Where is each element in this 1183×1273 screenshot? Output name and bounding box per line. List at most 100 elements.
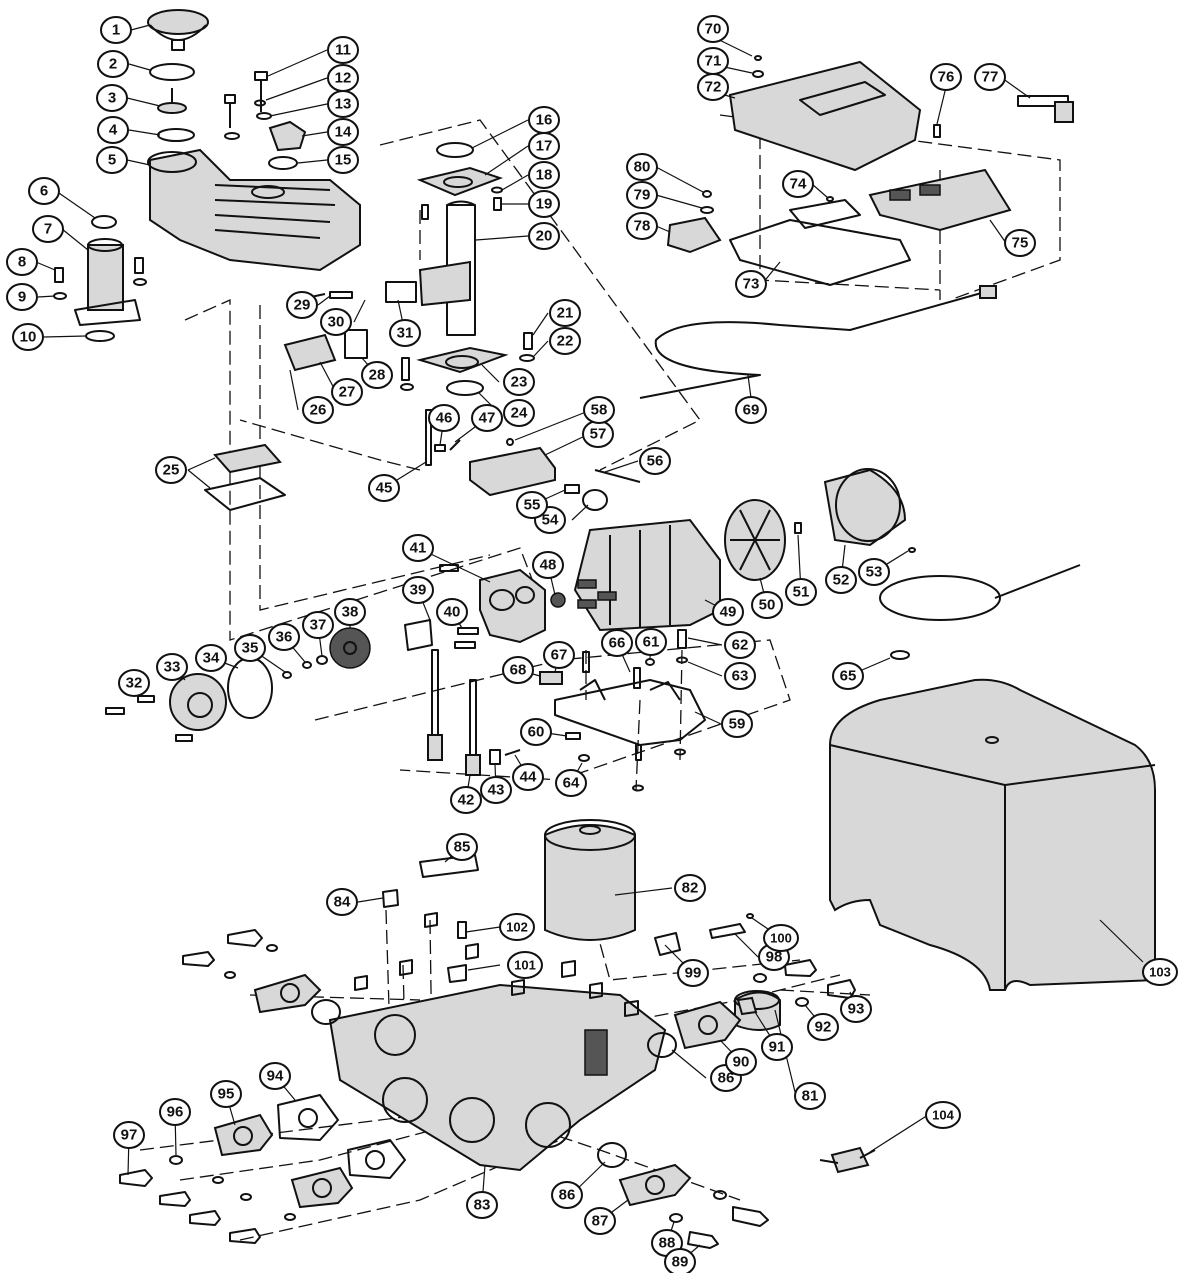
callout-number: 37: [310, 617, 327, 634]
callout-number: 97: [121, 1127, 138, 1144]
callout-number: 93: [848, 1001, 865, 1018]
callout-circle: [6, 248, 38, 276]
callout-number: 45: [376, 480, 393, 497]
callout-circle: [118, 669, 150, 697]
callout-number: 81: [802, 1088, 819, 1105]
callout-number: 48: [540, 557, 557, 574]
callout-64: 64: [555, 769, 587, 797]
callout-circle: [761, 1033, 793, 1061]
callout-circle: [794, 1082, 826, 1110]
callout-28: 28: [361, 361, 393, 389]
callout-number: 13: [335, 96, 352, 113]
callout-circle: [12, 323, 44, 351]
callout-71: 71: [697, 47, 729, 75]
callout-38: 38: [334, 598, 366, 626]
callout-circle: [516, 491, 548, 519]
callout-circle: [639, 447, 671, 475]
callout-circle: [725, 1048, 757, 1076]
callout-circle: [502, 656, 534, 684]
callout-10: 10: [12, 323, 44, 351]
callout-circle: [583, 396, 615, 424]
callout-number: 83: [474, 1197, 491, 1214]
callout-number: 69: [743, 402, 760, 419]
callout-circle: [327, 36, 359, 64]
callout-circle: [503, 368, 535, 396]
callout-labels: 1234567891011121314151617181920212223242…: [6, 15, 1178, 1273]
callout-number: 78: [634, 218, 651, 235]
callout-95: 95: [210, 1080, 242, 1108]
callout-91: 91: [761, 1033, 793, 1061]
callout-number: 23: [511, 374, 528, 391]
callout-7: 7: [32, 215, 64, 243]
callout-circle: [100, 16, 132, 44]
callout-number: 65: [840, 668, 857, 685]
callout-56: 56: [639, 447, 671, 475]
callout-81: 81: [794, 1082, 826, 1110]
callout-46: 46: [428, 404, 460, 432]
callout-circle: [268, 623, 300, 651]
callout-6: 6: [28, 177, 60, 205]
callout-number: 66: [609, 635, 626, 652]
callout-number: 86: [718, 1070, 735, 1087]
callout-circle: [528, 161, 560, 189]
callout-43: 43: [480, 776, 512, 804]
callout-number: 21: [557, 305, 574, 322]
callout-number: 63: [732, 668, 749, 685]
callout-number: 18: [536, 167, 553, 184]
callout-number: 54: [542, 512, 559, 529]
callout-50: 50: [751, 591, 783, 619]
callout-101: 101: [507, 951, 543, 979]
callout-51: 51: [785, 578, 817, 606]
callout-26: 26: [302, 396, 334, 424]
callout-number: 70: [705, 21, 722, 38]
callout-circle: [28, 177, 60, 205]
callout-number: 58: [591, 402, 608, 419]
callout-2: 2: [97, 50, 129, 78]
callout-87: 87: [584, 1207, 616, 1235]
callout-circle: [543, 641, 575, 669]
callout-72: 72: [697, 73, 729, 101]
callout-number: 71: [705, 53, 722, 70]
callout-number: 101: [514, 958, 536, 973]
callout-circle: [697, 73, 729, 101]
callout-83: 83: [466, 1191, 498, 1219]
callout-circle: [601, 629, 633, 657]
callout-circle: [466, 1191, 498, 1219]
callout-circle: [712, 598, 744, 626]
callout-circle: [327, 146, 359, 174]
callout-circle: [210, 1080, 242, 1108]
callout-number: 84: [334, 894, 351, 911]
callout-number: 60: [528, 724, 545, 741]
callout-circle: [528, 132, 560, 160]
callout-circle: [450, 786, 482, 814]
callout-number: 15: [335, 152, 352, 169]
callout-number: 41: [410, 540, 427, 557]
callout-65: 65: [832, 662, 864, 690]
callout-number: 17: [536, 138, 553, 155]
part-drawings: [53, 9, 1156, 1249]
callout-number: 55: [524, 497, 541, 514]
callout-number: 89: [672, 1254, 689, 1271]
callout-circle: [368, 474, 400, 502]
callout-number: 22: [557, 333, 574, 350]
callout-15: 15: [327, 146, 359, 174]
callout-13: 13: [327, 90, 359, 118]
callout-41: 41: [402, 534, 434, 562]
callout-number: 7: [44, 221, 52, 238]
callout-number: 100: [770, 931, 792, 946]
callout-8: 8: [6, 248, 38, 276]
callout-3: 3: [96, 84, 128, 112]
callout-number: 68: [510, 662, 527, 679]
callout-circle: [724, 662, 756, 690]
callout-circle: [507, 951, 543, 979]
callout-number: 30: [328, 314, 345, 331]
callout-circle: [549, 327, 581, 355]
callout-47: 47: [471, 404, 503, 432]
callout-number: 96: [167, 1104, 184, 1121]
callout-number: 92: [815, 1019, 832, 1036]
callout-circle: [724, 631, 756, 659]
callout-31: 31: [389, 319, 421, 347]
callout-number: 74: [790, 176, 807, 193]
callout-37: 37: [302, 611, 334, 639]
callout-55: 55: [516, 491, 548, 519]
